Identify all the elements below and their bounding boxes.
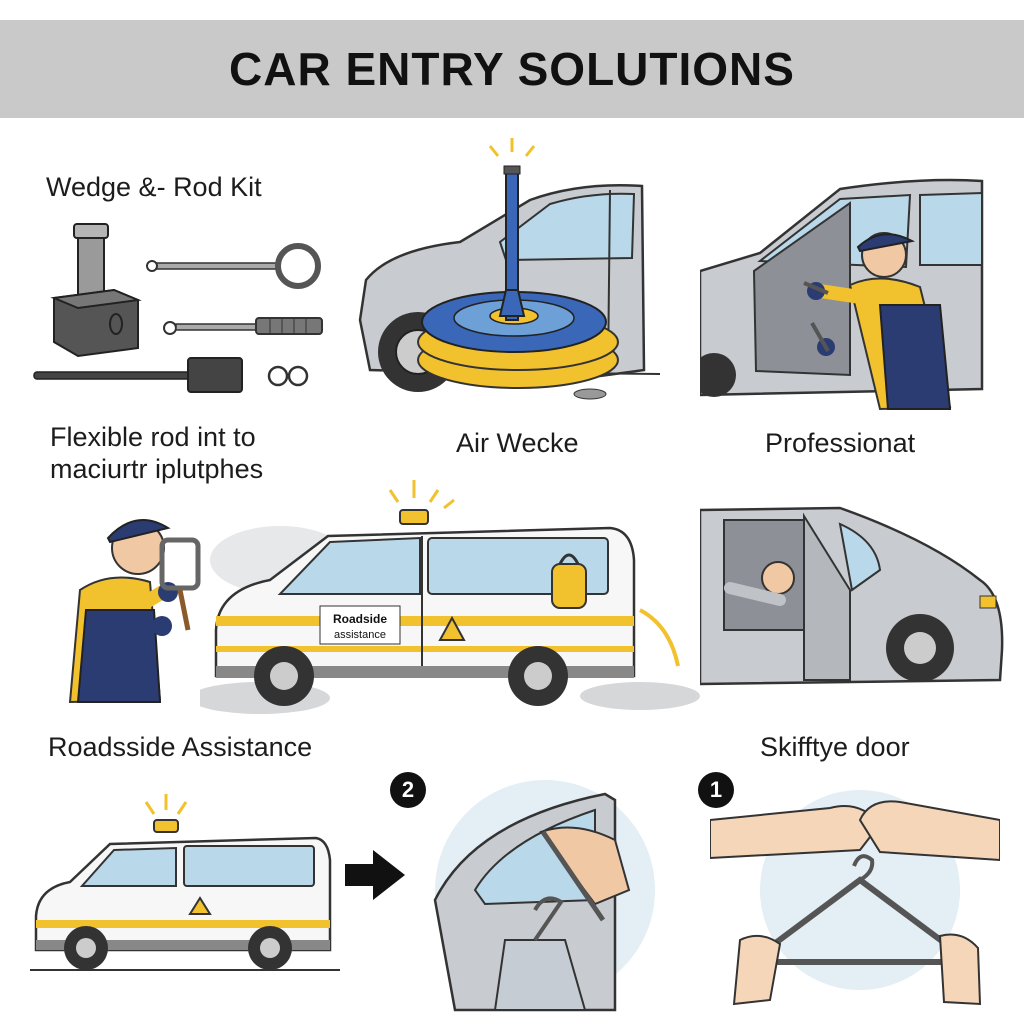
beacon-light-icon [388, 480, 455, 525]
air-wedge-icon [417, 165, 619, 389]
tool-kit-illustration [30, 220, 330, 400]
roadside-van-illustration: Roadside assistance [200, 470, 700, 720]
car-door-reach-illustration [700, 500, 1010, 710]
step-two-badge: 2 [390, 772, 426, 808]
page-title: CAR ENTRY SOLUTIONS [229, 43, 795, 95]
air-wedge-illustration [350, 130, 670, 410]
window-hanger-illustration [415, 780, 675, 1020]
technician-with-tool-illustration [50, 490, 210, 710]
beacon-light-icon [488, 138, 536, 157]
caption-roadside-assistance: Roadsside Assistance [48, 732, 313, 762]
caption-professional: Professionat [765, 428, 916, 458]
hands-bending-hanger-illustration [710, 780, 1000, 1020]
beacon-light-icon [144, 794, 188, 833]
caption-flexible-rod-line2: maciurtr iplutphes [50, 454, 264, 484]
caption-flexible-rod-line1: Flexible rod int to [50, 422, 256, 452]
step-one-badge: 1 [698, 772, 734, 808]
small-roadside-van-illustration [30, 790, 340, 980]
van-decal-line1: Roadside [333, 612, 387, 626]
caption-wedge-rod-kit: Wedge &- Rod Kit [46, 172, 262, 202]
arrow-right-icon [345, 850, 407, 900]
caption-air-wedge: Air Wecke [456, 428, 579, 458]
van-decal-line2: assistance [334, 629, 386, 641]
lockout-rod-icon [33, 243, 323, 393]
coat-hanger-icon [740, 854, 980, 965]
wedge-block-icon [50, 223, 142, 358]
caption-skifftye-door: Skifftye door [760, 732, 910, 762]
title-banner [0, 20, 1024, 118]
coat-hanger-icon [533, 896, 564, 942]
professional-technician-illustration [700, 175, 990, 415]
